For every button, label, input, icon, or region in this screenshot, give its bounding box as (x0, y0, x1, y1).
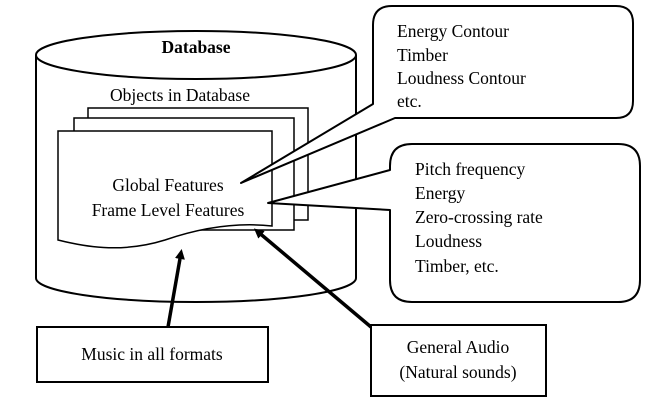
global-callout-line-2: Timber (397, 45, 448, 65)
music-input-box (36, 326, 269, 383)
frame-callout-line-1: Pitch frequency (415, 159, 526, 179)
music-in-all-formats-label: Music in all formats (81, 344, 223, 364)
global-features-callout-bubble (240, 5, 634, 184)
music-to-database-arrow (166, 249, 185, 328)
natural-sounds-label: (Natural sounds) (399, 362, 516, 382)
frame-callout-line-3: Zero-crossing rate (415, 207, 543, 227)
frame-level-features-label: Frame Level Features (92, 200, 245, 220)
objects-in-database-label: Objects in Database (110, 85, 250, 105)
general-audio-input-box (370, 324, 547, 397)
general-audio-label: General Audio (407, 337, 510, 357)
frame-callout-line-5: Timber, etc. (415, 256, 499, 276)
global-callout-line-1: Energy Contour (397, 21, 509, 41)
general-audio-to-database-arrow (253, 228, 373, 329)
database-title: Database (161, 37, 230, 57)
frame-callout-line-4: Loudness (415, 231, 482, 251)
frame-callout-line-2: Energy (415, 183, 465, 203)
global-callout-line-4: etc. (397, 91, 422, 111)
global-features-label: Global Features (112, 175, 223, 195)
global-callout-line-3: Loudness Contour (397, 68, 526, 88)
object-page-front (57, 130, 273, 249)
frame-features-callout-bubble (267, 143, 641, 303)
